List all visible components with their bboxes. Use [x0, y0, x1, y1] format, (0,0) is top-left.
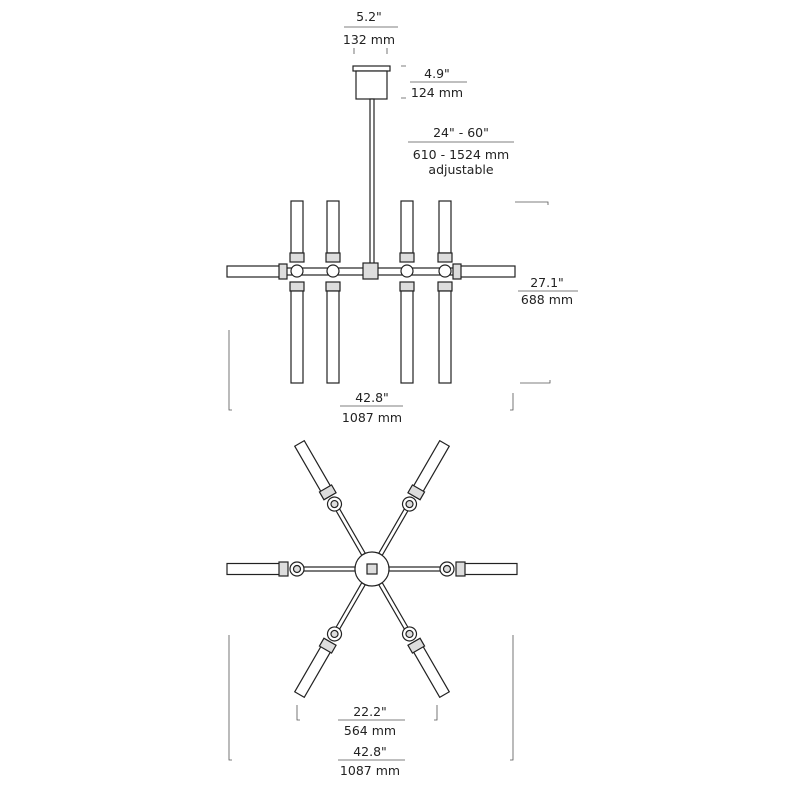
fixture-width-in: 42.8"	[355, 390, 389, 405]
canopy-height-in: 4.9"	[424, 66, 450, 81]
canopy-plate	[352, 65, 391, 72]
vertical-tube-upper	[290, 200, 304, 254]
vertical-tube-upper	[326, 200, 340, 254]
joint	[326, 264, 340, 278]
socket	[407, 637, 426, 654]
vertical-tube-lower	[438, 290, 452, 384]
joint	[290, 264, 304, 278]
socket-cap	[437, 252, 453, 263]
center-hub	[362, 262, 379, 280]
top-view: 22.2" 564 mm 42.8" 1087 mm	[226, 439, 518, 778]
horizontal-tube-left	[226, 265, 281, 278]
socket-cap	[325, 252, 341, 263]
joint-inner	[330, 629, 339, 639]
tube	[226, 562, 281, 576]
vertical-tube-lower	[290, 290, 304, 384]
vertical-tube-upper	[400, 200, 414, 254]
outer-width-in: 42.8"	[353, 744, 387, 759]
arm-rod	[377, 581, 412, 635]
horizontal-tube-right	[459, 265, 516, 278]
arm	[293, 439, 367, 557]
side-view: 5.2" 132 mm 4.9" 124 mm 24" - 60" 610 - …	[226, 9, 578, 425]
stem-length-in: 24" - 60"	[433, 125, 489, 140]
vertical-tube-lower	[326, 290, 340, 384]
arm	[293, 581, 367, 699]
joint-inner	[442, 564, 452, 574]
height-dimension-arrows	[515, 201, 551, 384]
socket	[455, 561, 466, 577]
socket	[407, 484, 426, 501]
stem	[369, 98, 375, 265]
arm	[388, 561, 518, 577]
joint-inner	[330, 499, 339, 509]
tube	[412, 439, 451, 493]
tube	[463, 562, 518, 576]
tube	[412, 645, 451, 699]
arm	[377, 581, 451, 699]
joint-inner	[405, 499, 414, 509]
canopy-width-mm: 132 mm	[343, 32, 395, 47]
arm-rod	[377, 503, 412, 557]
socket-cap	[289, 252, 305, 263]
arm-rod	[332, 581, 367, 635]
socket	[278, 263, 288, 280]
tube	[293, 645, 332, 699]
vertical-tube-upper	[438, 200, 452, 254]
inner-width-mm: 564 mm	[344, 723, 396, 738]
dimension-ticks	[401, 65, 406, 99]
joint-inner	[405, 629, 414, 639]
stem-note: adjustable	[428, 162, 493, 177]
socket	[452, 263, 462, 280]
socket-cap	[325, 281, 341, 292]
canopy-width-in: 5.2"	[356, 9, 382, 24]
outer-width-mm: 1087 mm	[340, 763, 400, 778]
width-dimension-lines	[228, 635, 514, 761]
fixture-width-mm: 1087 mm	[342, 410, 402, 425]
joint	[400, 264, 414, 278]
socket-cap	[289, 281, 305, 292]
arm-rod	[332, 503, 367, 557]
arm	[377, 439, 451, 557]
socket-cap	[399, 252, 415, 263]
stem-length-mm: 610 - 1524 mm	[413, 147, 509, 162]
socket-cap	[399, 281, 415, 292]
joint-inner	[292, 564, 302, 574]
tube	[293, 439, 332, 493]
joint	[438, 264, 452, 278]
fixture-height-in: 27.1"	[530, 275, 564, 290]
inner-width-in: 22.2"	[353, 704, 387, 719]
hub-mount	[366, 563, 378, 575]
arm-rod	[298, 566, 356, 572]
vertical-tube-lower	[400, 290, 414, 384]
canopy-height-mm: 124 mm	[411, 85, 463, 100]
arm-rod	[388, 566, 446, 572]
arm	[226, 561, 356, 577]
arms	[226, 439, 518, 699]
fixture-height-mm: 688 mm	[521, 292, 573, 307]
socket	[318, 484, 337, 501]
socket	[318, 637, 337, 654]
dimension-ticks	[353, 48, 388, 54]
socket	[278, 561, 289, 577]
vertical-tubes	[289, 200, 453, 384]
canopy	[355, 70, 388, 100]
width-dimension-lines	[228, 330, 514, 411]
socket-cap	[437, 281, 453, 292]
